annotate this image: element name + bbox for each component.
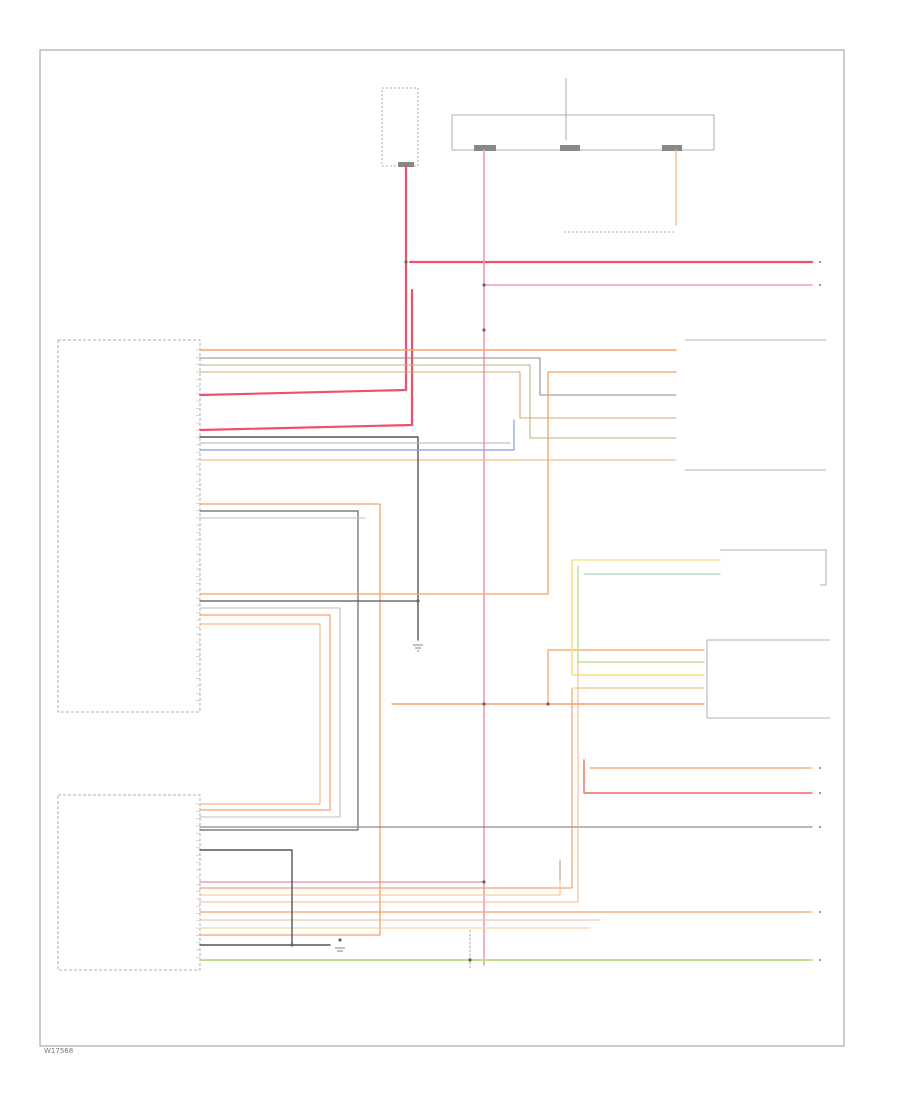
left-module-box	[57, 339, 201, 713]
top-power-distribution	[381, 78, 715, 233]
wire-terminals	[819, 261, 821, 961]
lower-left-connector-box	[57, 794, 201, 971]
diagram-frame	[39, 49, 845, 1047]
wires	[198, 149, 814, 971]
splice-points	[290, 260, 550, 962]
right-components	[685, 339, 830, 719]
ground-symbols	[335, 644, 423, 952]
top-relays	[398, 145, 682, 167]
diagram-code: W17568	[44, 1047, 73, 1055]
left-module-pin-ticks	[196, 349, 200, 958]
